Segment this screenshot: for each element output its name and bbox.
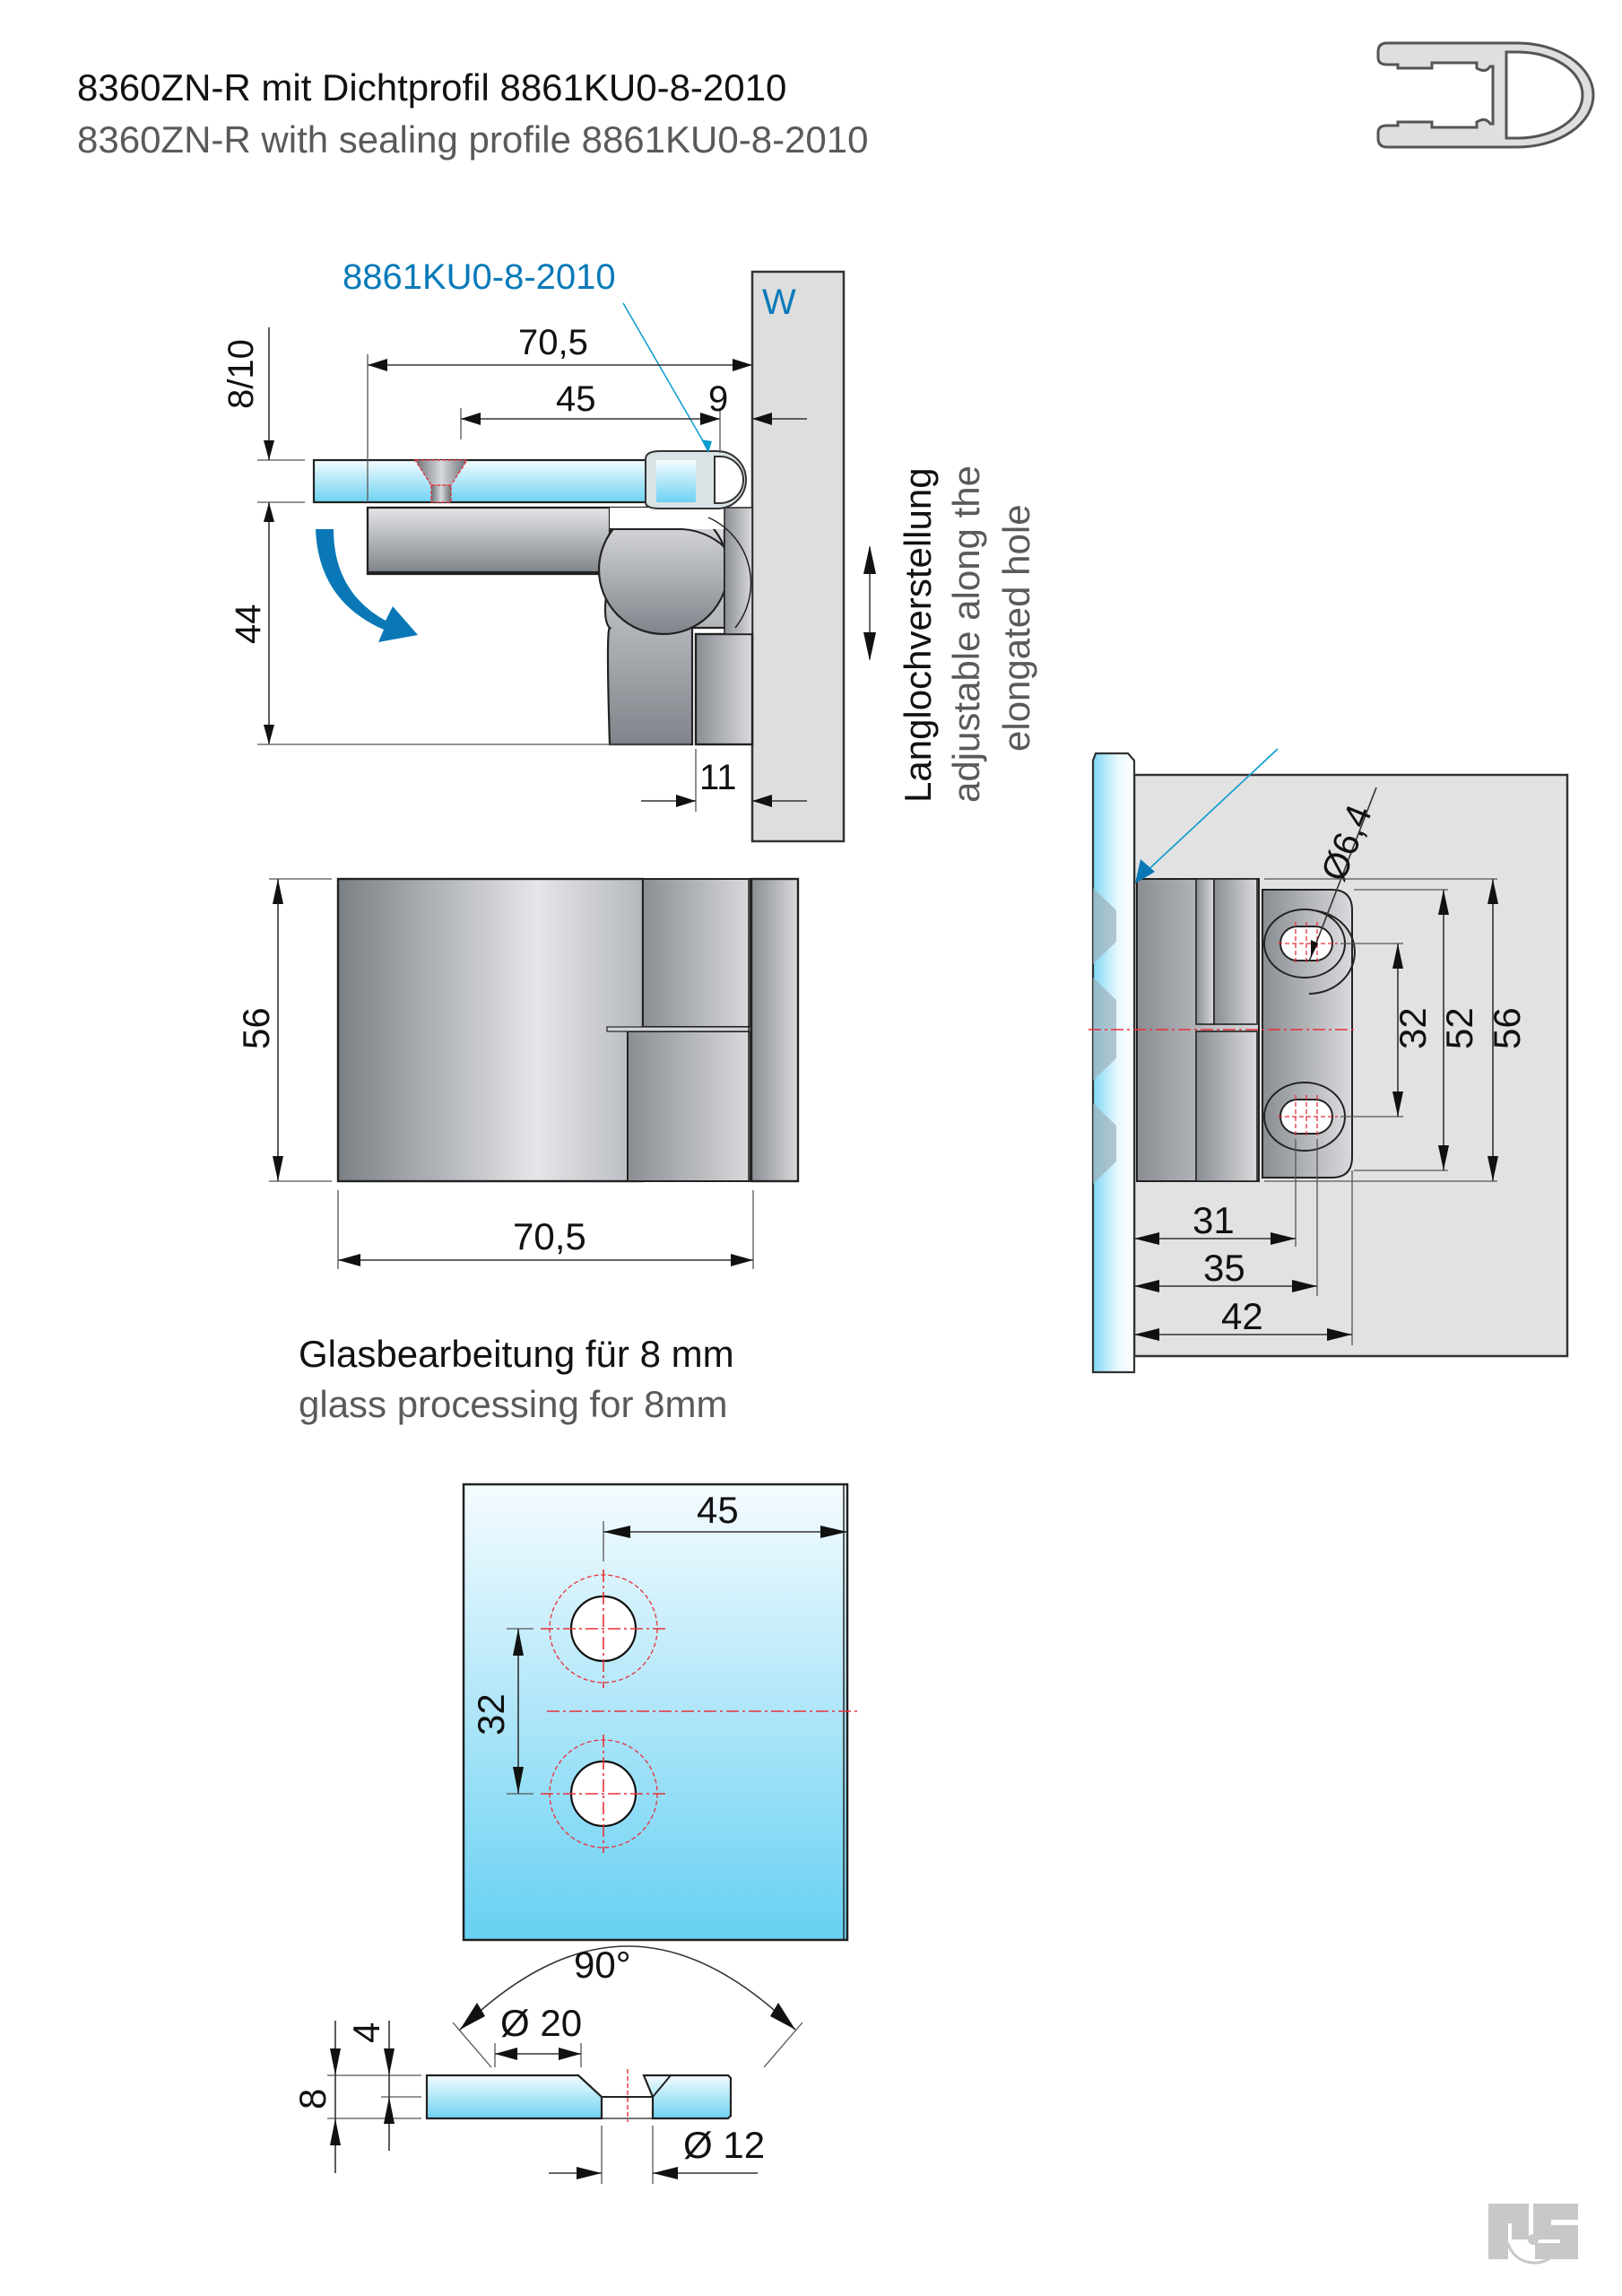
header: 8360ZN-R mit Dichtprofil 8861KU0-8-2010 … [77,66,869,161]
glass-dim-edge-distance: 45 [697,1489,739,1531]
sealing-profile [645,450,747,509]
dim-plate-depth: 42 [1221,1295,1263,1337]
title-german: 8360ZN-R mit Dichtprofil 8861KU0-8-2010 [77,66,786,109]
wall [750,270,846,843]
dim-glass-thickness: 8/10 [221,339,261,409]
front-dim-height: 56 [235,1007,277,1049]
glass-dim-hole-diameter: Ø 12 [683,2124,765,2166]
dim-seal-width: 9 [708,379,728,419]
dim-plate-height: 52 [1438,1007,1480,1049]
profile-label: 8861KU0-8-2010 [343,257,616,297]
glass-processing-title-english: glass processing for 8mm [299,1383,728,1425]
hinge-body-front [336,877,645,1183]
glass-panel-front [462,1483,849,1942]
dim-foot-width: 11 [699,758,737,797]
glass-dim-hole-spacing: 32 [470,1693,512,1735]
glass-processing-section: Glasbearbeitung für 8 mm glass processin… [291,1333,858,2184]
side-view-drawing: W 8861KU0-8-2010 70,5 [221,257,846,843]
front-view-drawing: 56 70,5 [235,877,800,1269]
wall-view-leader-line [1142,748,1279,875]
wall-label: W [762,283,796,322]
glass-hole-bottom [541,1735,666,1853]
glass-dim-countersink-diameter: Ø 20 [500,2002,582,2044]
glass-processing-title-german: Glasbearbeitung für 8 mm [299,1333,734,1375]
dim-hole-outer: 35 [1203,1247,1245,1289]
rotation-arrow-icon [316,529,418,642]
glass-cross-section [425,2074,603,2120]
title-english: 8360ZN-R with sealing profile 8861KU0-8-… [77,118,869,161]
front-dim-width: 70,5 [513,1215,586,1257]
adjustment-note-english-line1: adjustable along the [945,465,987,803]
sealing-profile-cross-section-icon [1376,41,1595,149]
elongated-hole-bottom [1263,1082,1346,1152]
dim-height: 44 [229,604,268,645]
dim-body-height: 56 [1486,1007,1528,1049]
glass-dim-thickness: 8 [291,2089,334,2109]
adjustment-note-german: Langlochverstellung [897,467,939,803]
dim-hole-inner: 31 [1193,1199,1235,1241]
glass-pane-side [312,458,697,504]
double-arrow-vertical-icon [863,545,876,661]
company-logo [1488,2204,1578,2265]
dim-hole-spacing: 32 [1392,1007,1434,1049]
glass-hole-top [541,1570,666,1688]
adjustment-note-english-line2: elongated hole [995,504,1037,752]
adjustment-note: Langlochverstellung adjustable along the… [863,465,1037,803]
dim-hole-to-seal: 45 [556,379,596,419]
profile-leader-line [622,302,709,451]
dim-overall-length: 70,5 [518,323,588,362]
wall-view-drawing: Ø6,4 32 52 56 31 35 [1089,748,1569,1374]
glass-dim-angle: 90° [574,1944,631,1986]
hinge-foot [694,632,754,746]
glass-dim-countersink-depth: 4 [345,2022,387,2043]
